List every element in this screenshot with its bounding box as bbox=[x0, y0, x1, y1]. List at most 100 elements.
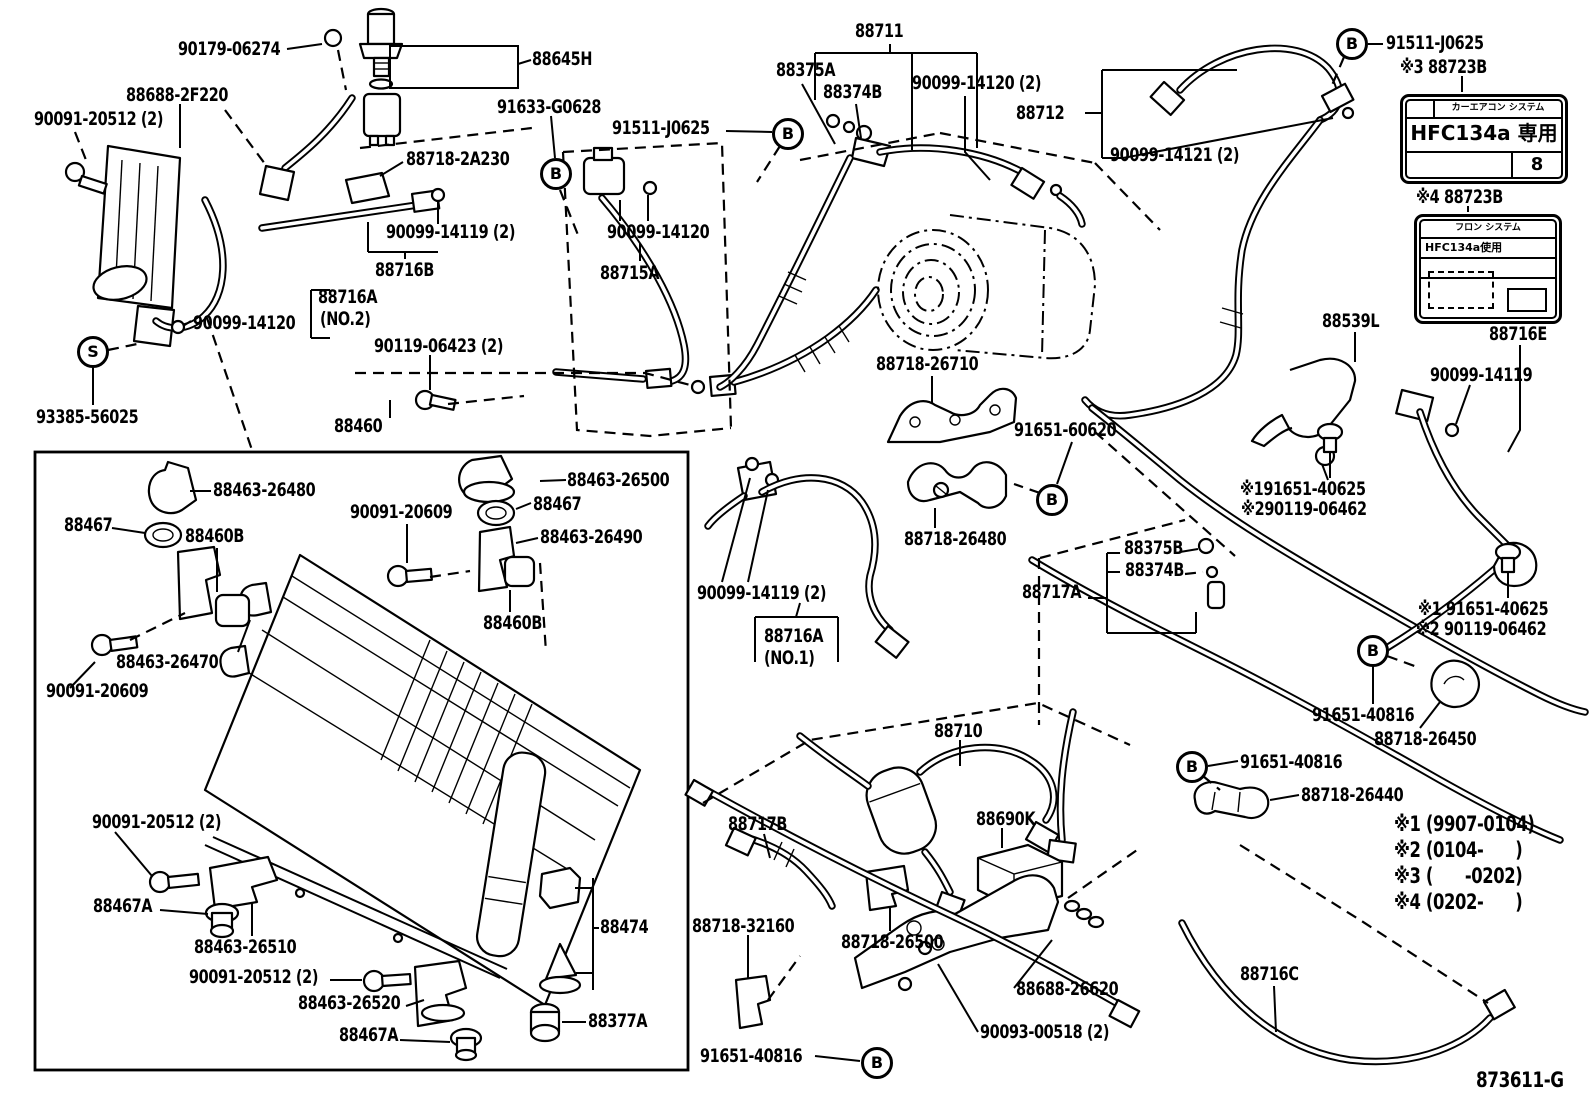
part-number-label: 88710 bbox=[934, 720, 983, 742]
part-number-label: (NO.2) bbox=[320, 308, 371, 330]
part-number-label: 88718-26710 bbox=[876, 353, 979, 375]
cap-88375A bbox=[825, 113, 841, 129]
leader-lines bbox=[69, 43, 1521, 1062]
ref-marker-b: B bbox=[1357, 635, 1389, 667]
part-number-label: 88374B bbox=[1125, 559, 1184, 581]
ref-marker-b: B bbox=[772, 118, 804, 150]
oring-90099-14119 bbox=[430, 187, 446, 203]
bolt-90091-20609-left bbox=[90, 633, 114, 657]
part-number-label: 88712 bbox=[1016, 102, 1065, 124]
part-number-label: 88645H bbox=[532, 48, 593, 70]
clamp-88718-32160 bbox=[734, 974, 772, 1030]
oring-90099-14119-right bbox=[1444, 422, 1460, 438]
clamp-88718-26480 bbox=[906, 461, 1008, 509]
part-number-label: 88718-2A230 bbox=[406, 148, 510, 170]
part-number-label: 88716E bbox=[1489, 323, 1547, 345]
part-number-label: 88375A bbox=[776, 59, 836, 81]
part-number-label: 90119-06423 (2) bbox=[374, 335, 504, 357]
bracket-88463-26470 bbox=[176, 545, 222, 621]
bolt-90179-06274 bbox=[323, 28, 343, 48]
connector-88718-2A230 bbox=[344, 171, 391, 205]
part-number-label: 88717B bbox=[728, 813, 787, 835]
sticker-header: カーエアコン システム bbox=[1451, 103, 1545, 113]
part-number-label: 90099-14121 (2) bbox=[1110, 144, 1240, 166]
pipe-clamp bbox=[132, 304, 176, 348]
part-number-label: 88463-26470 bbox=[116, 651, 219, 673]
fitting-88716E bbox=[1395, 388, 1435, 423]
ref-marker-b: B bbox=[1336, 28, 1368, 60]
bolt-91651-40625-left bbox=[1316, 422, 1344, 454]
ref-marker-b: B bbox=[861, 1047, 893, 1079]
part-number-label: 88690K bbox=[976, 808, 1036, 830]
ring-88467-left bbox=[143, 521, 183, 549]
part-number-label: ※191651-40625 bbox=[1240, 478, 1366, 500]
part-number-label: 91633-G0628 bbox=[497, 96, 602, 118]
part-number-label: 88718-26440 bbox=[1301, 784, 1404, 806]
part-number-label: 90099-14120 bbox=[193, 312, 296, 334]
part-number-label: 90099-14119 (2) bbox=[386, 221, 516, 243]
part-number-label: 90099-14119 (2) bbox=[697, 582, 827, 604]
sticker2-main-text: HFC134a使用 bbox=[1421, 239, 1555, 259]
callout-box-88645H bbox=[389, 45, 519, 89]
suction-hose bbox=[730, 286, 880, 386]
clamp-88718-26440 bbox=[1193, 780, 1270, 820]
part-number-label: 88716C bbox=[1240, 963, 1299, 985]
part-number-label: 91651-60620 bbox=[1014, 419, 1117, 441]
part-number-label: 90091-20512 (2) bbox=[189, 966, 319, 988]
part-number-label: 88718-26450 bbox=[1374, 728, 1477, 750]
part-number-label: 88467 bbox=[533, 493, 582, 515]
production-period-note: ※1 (9907-0104) bbox=[1394, 812, 1535, 836]
part-number-label: ※3 88723B bbox=[1400, 56, 1487, 78]
bolt-90091-20609-mid bbox=[386, 564, 410, 588]
bracket-88688-26620 bbox=[853, 874, 1060, 990]
figure-number: 873611-G bbox=[1476, 1068, 1564, 1092]
sticker-main-text: HFC134a 専用 bbox=[1407, 119, 1561, 153]
pipe-88716E bbox=[1416, 408, 1519, 557]
bolt-90093-00518-b bbox=[897, 976, 913, 992]
connector-91633-G0628 bbox=[362, 92, 402, 138]
pipe-88716A-no1 bbox=[758, 474, 894, 634]
part-number-label: 90093-00518 (2) bbox=[980, 1021, 1110, 1043]
ring-88467-right bbox=[476, 499, 516, 527]
valve-88374B bbox=[842, 120, 856, 134]
part-number-label: 88463-26510 bbox=[194, 936, 297, 958]
bolt-90093-00518-a bbox=[917, 940, 933, 956]
sticker2-header: フロン システム bbox=[1455, 223, 1521, 233]
part-number-label: 88474 bbox=[600, 916, 649, 938]
part-number-label: 88377A bbox=[588, 1010, 648, 1032]
production-period-note: ※4 (0202- ) bbox=[1394, 890, 1523, 914]
condenser-group-frame bbox=[33, 450, 690, 1072]
bracket-88463-26490 bbox=[477, 525, 516, 593]
ref-marker-b: B bbox=[1176, 751, 1208, 783]
part-number-label: 91651-40816 bbox=[1312, 704, 1415, 726]
production-period-note: ※3 ( -0202) bbox=[1394, 864, 1523, 888]
part-number-label: 88688-2F220 bbox=[126, 84, 229, 106]
part-number-label: 93385-56025 bbox=[36, 406, 139, 428]
part-number-label: 88467A bbox=[93, 895, 153, 917]
part-number-label: 90091-20512 (2) bbox=[92, 811, 222, 833]
part-number-label: ※4 88723B bbox=[1416, 186, 1503, 208]
part-number-label: 90091-20512 (2) bbox=[34, 108, 164, 130]
cushion-88460B-right bbox=[503, 555, 536, 588]
part-number-label: 90099-14120 bbox=[607, 221, 710, 243]
oring-90099-14120-left bbox=[170, 319, 186, 335]
hose-88711-down bbox=[716, 154, 854, 391]
bracket-88463-26510 bbox=[208, 855, 279, 911]
part-number-label: ※1 91651-40625 bbox=[1418, 598, 1549, 620]
ref-marker-b: B bbox=[540, 158, 572, 190]
dashed-reference-lines bbox=[73, 49, 1489, 1004]
part-number-label: 88539L bbox=[1322, 310, 1380, 332]
part-number-label: 88460B bbox=[483, 612, 542, 634]
part-number-label: 88715A bbox=[600, 262, 660, 284]
ref-marker-s: S bbox=[77, 336, 109, 368]
bolt-90091-20512-bottom bbox=[362, 969, 386, 993]
sensor-88645H bbox=[366, 12, 396, 46]
part-number-label: ※2 90119-06462 bbox=[1416, 618, 1547, 640]
part-number-label: 88688-26620 bbox=[1016, 978, 1119, 1000]
part-number-label: 91651-40816 bbox=[1240, 751, 1343, 773]
bracket-88463-26480 bbox=[147, 460, 198, 515]
part-number-label: 88716A bbox=[764, 625, 824, 647]
part-number-label: 90099-14120 (2) bbox=[912, 72, 1042, 94]
part-number-label: 88718-32160 bbox=[692, 915, 795, 937]
